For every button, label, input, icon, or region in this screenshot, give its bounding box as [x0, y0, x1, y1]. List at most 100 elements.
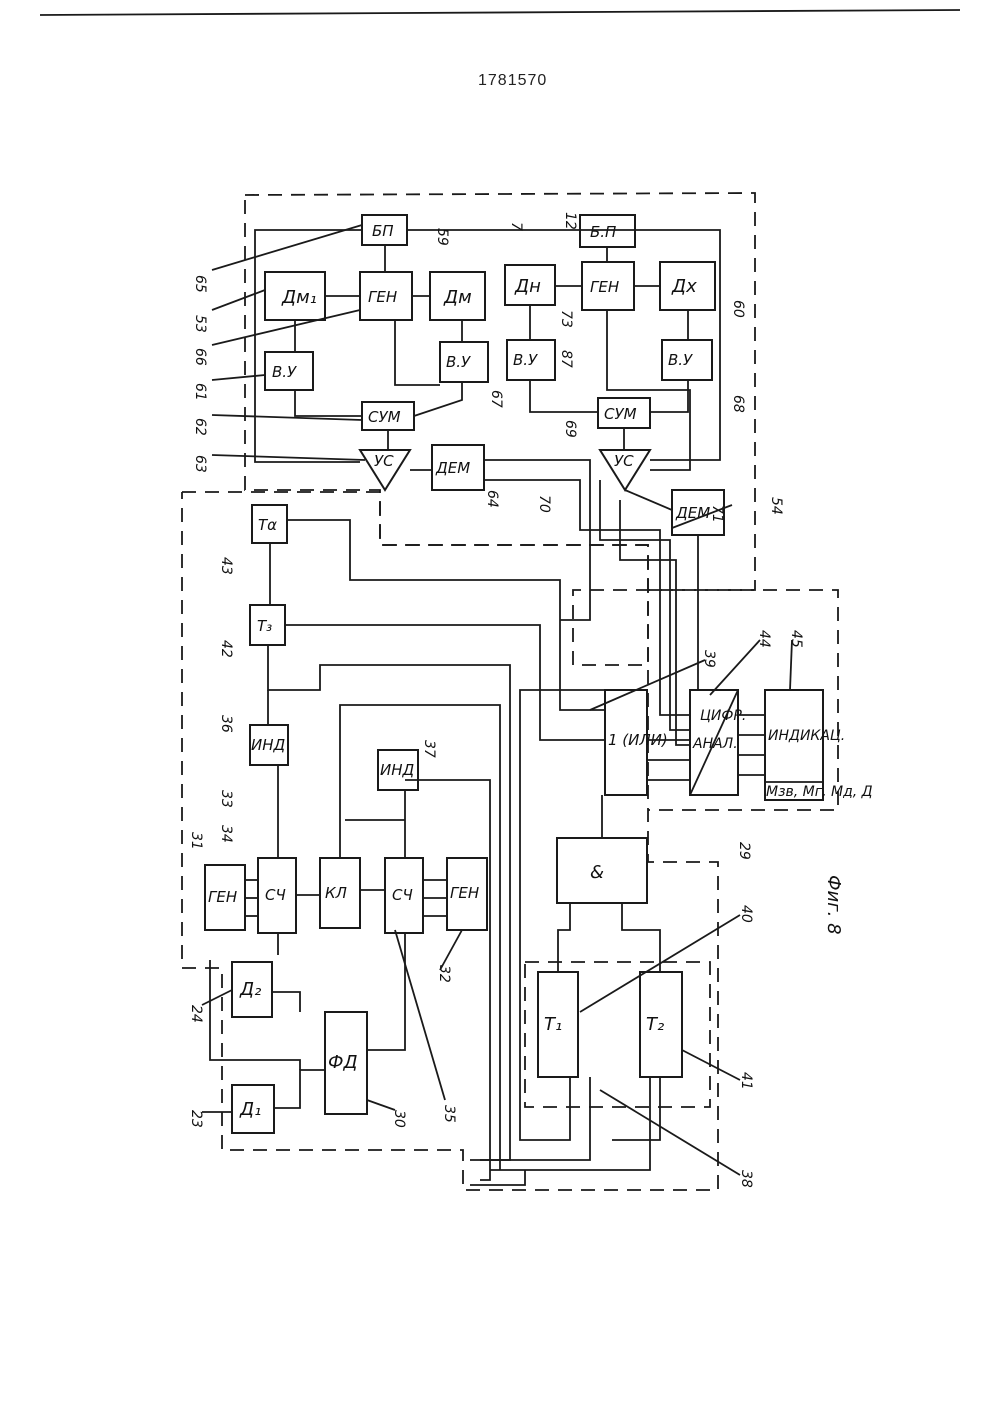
block-dm: Дм [430, 272, 485, 320]
block-d1: Д₁ [232, 1085, 274, 1133]
block-vu-68: В.У [662, 340, 712, 380]
block-adc-44: АНАЛ. ЦИФР. [690, 690, 746, 795]
dm-label: Дм [443, 287, 472, 308]
adc-dig-label: ЦИФР. [700, 708, 746, 724]
ref-38: 38 [738, 1170, 754, 1188]
ref-39: 39 [701, 650, 717, 668]
block-dn: Дн [505, 265, 555, 305]
t-alpha-label: Тα [258, 516, 277, 534]
block-t-alpha: Тα [252, 505, 287, 543]
ref-41: 41 [738, 1072, 754, 1090]
ref-68: 68 [730, 395, 746, 413]
gen-top-left-label: ГЕН [368, 288, 397, 306]
ref-87: 87 [558, 350, 574, 368]
ref-23: 23 [188, 1110, 204, 1128]
dx-label: Дх [671, 276, 697, 297]
ref-69: 69 [562, 420, 578, 438]
sum-right-label: СУМ [604, 405, 637, 423]
adc-anal-label: АНАЛ. [692, 736, 738, 752]
block-dem-left: ДЕМ [432, 445, 484, 490]
ref-7: 7 [508, 222, 524, 231]
t2-label: Т₂ [646, 1014, 664, 1035]
ref-24: 24 [188, 1005, 204, 1023]
kl-33-label: КЛ [325, 884, 347, 902]
d2-label: Д₂ [239, 979, 261, 1000]
block-fd: ФД [325, 1012, 367, 1114]
d1-label: Д₁ [239, 1099, 261, 1120]
ref-37: 37 [421, 740, 437, 758]
ref-44: 44 [756, 630, 772, 648]
vu-87-label: В.У [513, 351, 538, 369]
block-gen-top-right: ГЕН [582, 262, 634, 310]
top-rule [40, 10, 960, 15]
ind-36-label: ИНД [251, 736, 286, 754]
us-left-label: УС [374, 452, 394, 470]
vu-68-label: В.У [668, 351, 693, 369]
ref-64: 64 [484, 490, 500, 508]
block-us-left: УС [360, 450, 410, 490]
us-right-label: УС [614, 452, 634, 470]
ref-36: 36 [218, 715, 234, 733]
ind-37-label: ИНД [380, 761, 415, 779]
dn-label: Дн [514, 276, 541, 297]
t3-label: Т₃ [257, 617, 272, 635]
ref-54: 54 [768, 497, 784, 515]
block-t3: Т₃ [250, 605, 285, 645]
ref-59: 59 [434, 228, 450, 246]
block-d2: Д₂ [232, 962, 272, 1017]
sch-34-label: СЧ [265, 886, 286, 904]
sum-left-label: СУМ [368, 408, 401, 426]
block-sch-34: СЧ [258, 858, 296, 933]
block-indicator-45: ИНДИКАЦ. Мзв, Мг, Мд, Д [765, 690, 873, 800]
ref-29: 29 [736, 842, 752, 860]
ref-53: 53 [192, 315, 208, 333]
gen-32-label: ГЕН [450, 884, 479, 902]
block-t1: Т₁ [538, 972, 578, 1077]
block-kl-33: КЛ [320, 858, 360, 928]
ref-35: 35 [441, 1105, 457, 1123]
ref-67: 67 [488, 390, 504, 408]
block-bp-right: Б.П [580, 215, 635, 247]
dem-left-label: ДЕМ [435, 459, 470, 477]
bp-right-label: Б.П [590, 223, 616, 241]
vu-61-label: В.У [272, 363, 297, 381]
block-sch-35: СЧ [385, 858, 423, 933]
block-dx: Дх [660, 262, 715, 310]
block-ind-37: ИНД [378, 750, 418, 790]
ref-63: 63 [192, 455, 208, 473]
ref-66: 66 [192, 348, 208, 366]
ref-40: 40 [738, 905, 754, 923]
ref-45: 45 [788, 630, 804, 648]
block-ind-36: ИНД [250, 725, 288, 765]
block-t2: Т₂ [640, 972, 682, 1077]
sch-35-label: СЧ [392, 886, 413, 904]
block-vu-61: В.У [265, 352, 313, 390]
block-vu-87: В.У [507, 340, 555, 380]
ref-12: 12 [562, 212, 578, 230]
ref-42: 42 [218, 640, 234, 658]
indicator-sub-label: Мзв, Мг, Мд, Д [766, 784, 873, 800]
gen-top-right-label: ГЕН [590, 278, 619, 296]
block-sum-left: СУМ [362, 402, 414, 430]
block-sum-right: СУМ [598, 398, 650, 428]
and-label: & [590, 862, 604, 883]
block-gen-top-left: ГЕН [360, 272, 412, 320]
block-gen-32: ГЕН [447, 858, 487, 930]
ref-31: 31 [188, 832, 204, 850]
ref-70: 70 [536, 495, 552, 513]
t1-label: Т₁ [544, 1014, 562, 1035]
figure-caption: Фиг. 8 [823, 875, 844, 935]
vu-67-label: В.У [446, 353, 471, 371]
indicator-label: ИНДИКАЦ. [768, 728, 845, 744]
ref-65: 65 [192, 275, 208, 293]
ref-30: 30 [391, 1110, 407, 1128]
ref-33: 33 [218, 790, 234, 808]
ref-43: 43 [218, 557, 234, 575]
bp-left-label: БП [372, 222, 394, 240]
dm1-label: Дм₁ [281, 287, 317, 308]
block-vu-67: В.У [440, 342, 488, 382]
ref-73: 73 [558, 310, 574, 328]
block-us-right: УС [600, 450, 650, 490]
ref-34: 34 [218, 825, 234, 843]
block-gen-31: ГЕН [205, 865, 245, 930]
